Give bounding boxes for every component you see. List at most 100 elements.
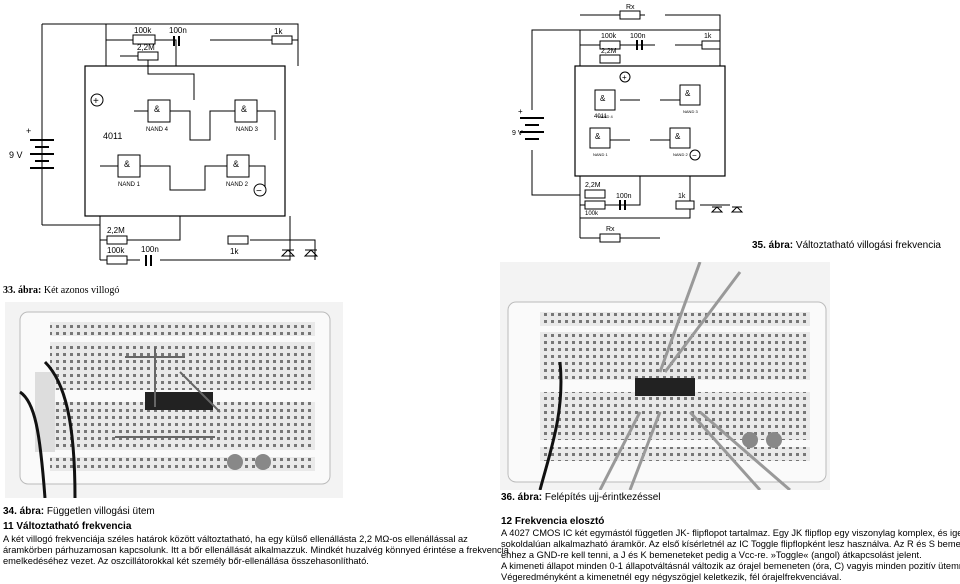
ic-label: 4011 xyxy=(103,131,122,141)
gate-symbol-3: & xyxy=(241,104,247,114)
gate-symbol-2-right: & xyxy=(675,132,681,141)
resistor-2-2m-top-right xyxy=(599,54,621,64)
minus-terminal-right xyxy=(689,149,701,161)
resistor-100k-top xyxy=(132,34,156,45)
section-11-line: emelkedéséhez vezet. Az oszcillátorokkal… xyxy=(3,556,369,566)
section-12-line: Végeredményként a kimenetnél egy négyszö… xyxy=(501,572,842,582)
figure-33-caption: 33. ábra: Két azonos villogó xyxy=(3,285,119,296)
circuit-diagram-right: Rx 100k 100n 2,2M 1k 2,2M 100k 100n 1k R… xyxy=(512,4,744,243)
plus-terminal-sign: + xyxy=(93,96,99,107)
supply-label-right: 9 V xyxy=(512,130,523,137)
resistor-rx-top xyxy=(619,10,641,20)
label-2-2m-bottom: 2,2M xyxy=(107,226,125,235)
label-100k-top-right: 100k xyxy=(601,33,617,40)
figure-35-text: Változtatható villogási frekvencia xyxy=(793,240,941,251)
section-12-line: ehhez a GND-re kell tenni, a J és K beme… xyxy=(501,550,922,560)
label-100n-bottom: 100n xyxy=(141,245,159,254)
resistor-100k-top-right xyxy=(599,40,621,50)
figure-34-caption: 34. ábra: Független villogási ütem xyxy=(3,506,155,517)
resistor-1k-top xyxy=(271,35,293,45)
ic-4011-body xyxy=(84,65,286,217)
nand-gate-1-right xyxy=(589,127,611,149)
gate-label-2-right: NAND 2 xyxy=(673,152,688,157)
resistor-1k-top-right xyxy=(701,40,721,50)
section-12-body: A 4027 CMOS IC két egymástól független J… xyxy=(501,528,960,583)
label-100n-bottom-right: 100n xyxy=(616,193,632,200)
ic-chip-right xyxy=(635,378,695,396)
label-1k-top-right: 1k xyxy=(704,33,712,40)
label-100n-top: 100n xyxy=(169,26,187,35)
gate-label-1-right: NAND 1 xyxy=(593,152,608,157)
figure-36-caption: 36. ábra: Felépítés ujj-érintkezéssel xyxy=(501,492,661,503)
label-2-2m-bottom-right: 2,2M xyxy=(585,182,601,189)
gate-label-1: NAND 1 xyxy=(118,182,141,188)
minus-terminal xyxy=(253,183,267,197)
supply-label: 9 V xyxy=(9,150,23,160)
figure-36-number: 36. ábra: xyxy=(501,492,543,503)
section-11-line: A két villogó frekvenciája széles határo… xyxy=(3,534,468,544)
label-rx-bottom: Rx xyxy=(606,226,615,233)
plus-terminal-right xyxy=(619,71,631,83)
gate-label-3-right: NAND 3 xyxy=(683,109,698,114)
section-11-heading: 11 Változtatható frekvencia xyxy=(3,521,132,532)
label-rx-top: Rx xyxy=(626,4,635,11)
plus-terminal xyxy=(90,93,104,107)
figure-34-text: Független villogási ütem xyxy=(44,506,155,517)
gate-symbol-4-right: & xyxy=(600,94,606,103)
minus-terminal-sign: − xyxy=(256,186,262,197)
gate-symbol-4: & xyxy=(154,104,160,114)
battery-plus-right: + xyxy=(518,107,523,116)
ic-chip-left xyxy=(145,392,213,410)
resistor-2-2m-top xyxy=(137,51,159,61)
plus-terminal-sign-right: + xyxy=(622,73,627,82)
gate-label-4: NAND 4 xyxy=(146,127,169,133)
label-100n-top-right: 100n xyxy=(630,33,646,40)
resistor-rx-bottom xyxy=(599,233,621,243)
gate-symbol-1: & xyxy=(124,159,130,169)
resistor-2-2m-bottom-right xyxy=(584,189,606,199)
gate-symbol-2: & xyxy=(233,159,239,169)
resistor-2-2m-bottom xyxy=(106,235,128,245)
figure-36-text: Felépítés ujj-érintkezéssel xyxy=(542,492,661,503)
led-pair xyxy=(280,249,319,257)
figure-35-caption: 35. ábra: Változtatható villogási frekve… xyxy=(752,240,941,251)
circuit-diagram-left: 100k 100n 2,2M 1k 2,2M 100k 100n 1k 4011… xyxy=(9,23,319,266)
nand-gate-3-right xyxy=(679,84,701,106)
section-12-line: sokoldalúan alkalmazható áramkör. Az els… xyxy=(501,539,960,549)
label-1k-bottom-right: 1k xyxy=(678,193,686,200)
resistor-100k-bottom-right xyxy=(584,200,606,210)
resistor-100k-bottom xyxy=(106,255,128,265)
figure-34-number: 34. ábra: xyxy=(3,506,45,517)
nand-gate-4-right xyxy=(594,89,616,111)
label-2-2m-top: 2,2M xyxy=(137,43,155,52)
gate-label-3: NAND 3 xyxy=(236,127,259,133)
resistor-1k-bottom xyxy=(227,235,249,245)
figure-35-number: 35. ábra: xyxy=(752,240,794,251)
label-2-2m-top-right: 2,2M xyxy=(601,48,617,55)
ic-label-right: 4011 xyxy=(594,114,608,120)
ic-4011-body-right xyxy=(574,65,726,177)
gate-symbol-1-right: & xyxy=(595,132,601,141)
section-12-line: A 4027 CMOS IC két egymástól független J… xyxy=(501,528,960,538)
section-11-body: A két villogó frekvenciája széles határo… xyxy=(3,534,509,567)
figure-33-text: Két azonos villogó xyxy=(41,285,120,296)
label-100k-bottom-right: 100k xyxy=(585,211,599,217)
gate-label-4-right: NAND 4 xyxy=(598,114,613,119)
figure-33-number: 33. ábra: xyxy=(3,285,42,296)
breadboard-photo-left xyxy=(5,302,343,498)
label-1k-top: 1k xyxy=(274,27,283,36)
section-12-line: A kimeneti állapot minden 0-1 állapotvál… xyxy=(501,561,960,571)
minus-terminal-sign-right: − xyxy=(692,151,697,160)
nand-gate-2-right xyxy=(669,127,691,149)
section-11-line: áramkörben párhuzamosan kapcsolunk. Itt … xyxy=(3,545,509,555)
label-100k-top: 100k xyxy=(134,26,152,35)
battery-plus: + xyxy=(26,126,31,136)
label-100k-bottom: 100k xyxy=(107,246,125,255)
gate-symbol-3-right: & xyxy=(685,89,691,98)
resistor-1k-bottom-right xyxy=(675,200,695,210)
gate-label-2: NAND 2 xyxy=(226,182,249,188)
breadboard-photo-right xyxy=(500,262,830,490)
label-1k-bottom: 1k xyxy=(230,247,239,256)
led-pair-right xyxy=(710,206,744,213)
section-12-heading: 12 Frekvencia elosztó xyxy=(501,516,605,527)
